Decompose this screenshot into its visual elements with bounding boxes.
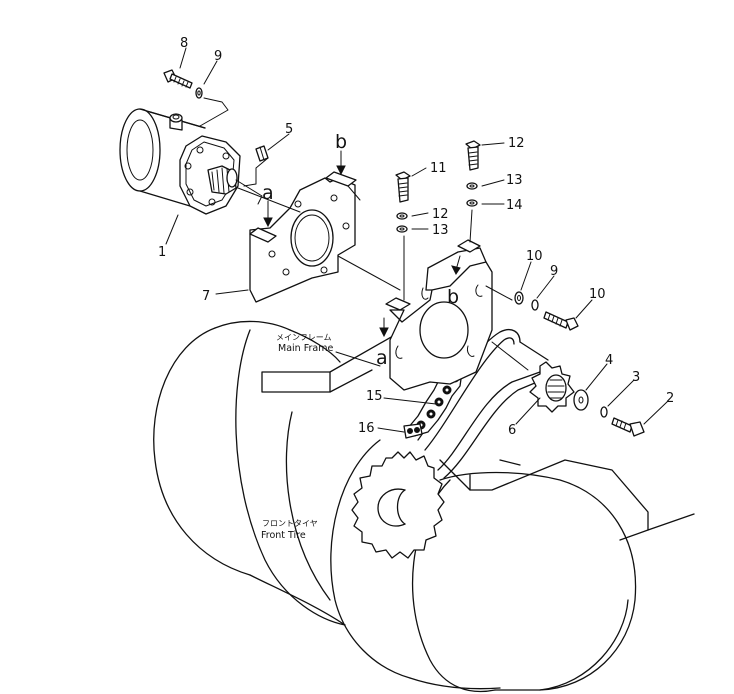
front-tire-label-en: Front Tire bbox=[261, 530, 306, 541]
part-label-4: 4 bbox=[605, 353, 613, 368]
reference-letter-a-top: a bbox=[262, 182, 274, 204]
motor-washer-9 bbox=[195, 87, 203, 99]
plate-bolt-12-left bbox=[395, 171, 411, 203]
hydraulic-motor bbox=[119, 108, 241, 215]
part-label-3: 3 bbox=[632, 370, 640, 385]
motor-bolt-8 bbox=[163, 69, 193, 89]
part-label-12-right: 12 bbox=[508, 136, 525, 151]
part-label-7: 7 bbox=[202, 289, 210, 304]
main-frame-label-jp: メインフレーム bbox=[276, 333, 332, 342]
part-label-13-right: 13 bbox=[506, 173, 523, 188]
side-bolt-10 bbox=[543, 311, 579, 331]
front-tire bbox=[153, 320, 637, 693]
plate-washer-13-right bbox=[466, 182, 478, 190]
part-label-13-left: 12 bbox=[432, 207, 449, 222]
callout-labels: メインフレーム Main Frame フロントタイヤ Front Tire bbox=[261, 333, 333, 541]
reference-letters: a b a b bbox=[262, 131, 459, 369]
motor-bracket bbox=[249, 171, 357, 303]
part-label-1: 1 bbox=[158, 245, 166, 260]
axle-sprocket bbox=[351, 451, 445, 559]
main-frame-label-en: Main Frame bbox=[278, 343, 333, 354]
retainer-plate-4 bbox=[573, 389, 589, 411]
part-label-9-side: 9 bbox=[550, 264, 558, 279]
retainer-bolt-2 bbox=[611, 417, 645, 437]
part-label-2: 2 bbox=[666, 391, 674, 406]
part-label-14-right: 14 bbox=[506, 198, 523, 213]
part-label-15: 15 bbox=[366, 389, 383, 404]
plate-washer-14-left bbox=[396, 225, 408, 233]
plate-bolt-12-right bbox=[465, 140, 481, 171]
chain-connector-link-16 bbox=[403, 423, 423, 439]
part-number-labels: 8 9 5 1 7 11 12 13 12 13 14 10 9 10 15 1… bbox=[158, 36, 674, 438]
side-washer-9 bbox=[531, 299, 539, 311]
shaft-key bbox=[255, 145, 269, 162]
reference-letter-b-bottom: b bbox=[447, 286, 459, 308]
part-label-16: 16 bbox=[358, 421, 375, 436]
part-label-6: 6 bbox=[508, 423, 516, 438]
reference-letter-b-top: b bbox=[335, 131, 347, 153]
reference-letter-a-bottom: a bbox=[376, 347, 388, 369]
side-washer-11 bbox=[514, 291, 524, 305]
plate-washer-13-left bbox=[396, 212, 408, 220]
leader-lines bbox=[165, 47, 669, 433]
part-label-14-left: 13 bbox=[432, 223, 449, 238]
part-label-5: 5 bbox=[285, 122, 293, 137]
part-label-10: 10 bbox=[589, 287, 606, 302]
reference-arrows bbox=[263, 150, 461, 338]
lock-washer-3 bbox=[600, 406, 608, 418]
part-label-11: 10 bbox=[526, 249, 543, 264]
part-label-12-left: 11 bbox=[430, 161, 447, 176]
part-label-8: 8 bbox=[180, 36, 188, 51]
chain-case-plate bbox=[385, 239, 493, 391]
plate-washer-14-right bbox=[466, 199, 478, 207]
part-label-9-motor: 9 bbox=[214, 49, 222, 64]
drive-sprocket bbox=[529, 361, 575, 413]
front-tire-label-jp: フロントタイヤ bbox=[262, 519, 318, 528]
